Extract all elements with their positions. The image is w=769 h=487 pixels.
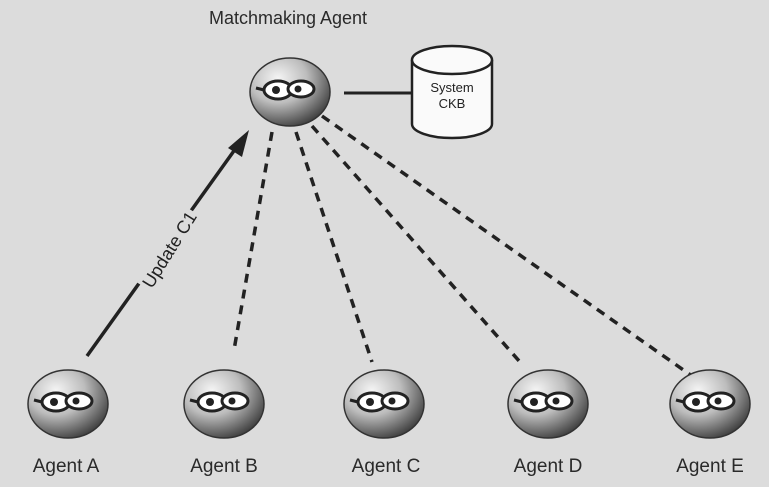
database-label: System CKB [412,80,492,112]
agent-b-label: Agent B [190,456,258,477]
agent-a-icon [26,368,110,440]
agent-d-label: Agent D [513,456,583,477]
link-agent-d [310,124,522,364]
agent-e-icon [668,368,752,440]
agent-e-label: Agent E [676,456,744,477]
agent-b-icon [182,368,266,440]
matchmaking-agent-label: Matchmaking Agent [208,8,368,28]
database-label-line1: System [430,80,474,95]
agent-a-label: Agent A [32,456,100,477]
database-label-line2: CKB [438,96,466,111]
agent-c-label: Agent C [351,456,421,477]
link-agent-c [294,131,374,363]
matchmaker-agent-icon [248,56,332,128]
database-cylinder-icon [410,44,494,140]
update-arrow-head [228,130,249,157]
agent-d-icon [506,368,590,440]
agent-c-icon [342,368,426,440]
link-agent-e [320,114,694,378]
link-agent-b [232,131,274,351]
